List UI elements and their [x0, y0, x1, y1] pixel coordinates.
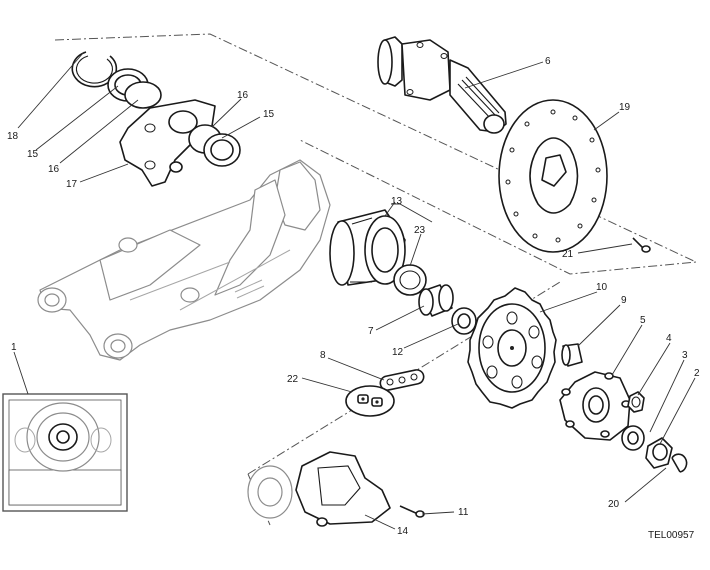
callout-17: 17: [66, 179, 78, 190]
brake-disc-holes: [505, 109, 601, 243]
callout-20: 20: [608, 499, 620, 510]
axle-nut-part-3: [645, 437, 673, 469]
caliper-bracket-part-17: [119, 99, 216, 187]
chain-guard-part-14: [295, 451, 391, 527]
callout-10: 10: [596, 282, 608, 293]
drawing-reference-code: TEL00957: [648, 530, 695, 541]
callout-13: 13: [391, 196, 403, 207]
master-link-part-22: [345, 385, 395, 417]
rear-sprocket-part-10: [467, 287, 557, 409]
nut-part-4: [627, 391, 645, 413]
callout-8: 8: [320, 350, 326, 361]
callout-16-upper: 16: [237, 90, 249, 101]
eccentric-hub-part-13: [329, 209, 406, 286]
callout-23: 23: [414, 225, 426, 236]
callout-15-upper: 15: [263, 109, 275, 120]
callout-1: 1: [11, 342, 17, 353]
bearing-ring-part-15b: [203, 133, 241, 167]
callout-16-lower: 16: [48, 164, 60, 175]
callout-22: 22: [287, 374, 299, 385]
seal-ring-part-16a: [124, 81, 162, 109]
callout-2: 2: [694, 368, 700, 379]
front-sprocket-ghost: [247, 465, 293, 519]
callout-labels: 1 2 3 4 5 6 7 8 9 10 11 12 13 14 15 15 1…: [7, 56, 700, 537]
callout-9: 9: [621, 295, 627, 306]
callout-12: 12: [392, 347, 404, 358]
chain-link-part-8: [379, 369, 425, 391]
bolt-part-11: [399, 505, 425, 518]
inset-view-part-1: [2, 393, 128, 512]
callout-7: 7: [368, 326, 374, 337]
swingarm-ghost: [37, 159, 331, 361]
assembly-outline-top: [54, 33, 698, 275]
leader-lines: [13, 51, 696, 530]
washer-part-12: [451, 307, 477, 335]
brake-disc-part-19: [498, 99, 608, 253]
circlip-part-18: [71, 51, 118, 88]
callout-14: 14: [397, 526, 409, 537]
callout-5: 5: [640, 315, 646, 326]
disc-bolt-part-21: [632, 237, 651, 253]
callout-6: 6: [545, 56, 551, 67]
ring-part-23: [393, 264, 427, 296]
callout-3: 3: [682, 350, 688, 361]
stud-part-9: [561, 343, 583, 367]
callout-18: 18: [7, 131, 19, 142]
callout-19: 19: [619, 102, 631, 113]
callout-15-lower: 15: [27, 149, 39, 160]
washer-part-20: [621, 425, 645, 451]
spacer-part-7: [418, 284, 454, 317]
sprocket-carrier-part-5: [559, 371, 631, 441]
callout-11: 11: [458, 507, 469, 518]
snap-pin-part-2: [671, 453, 688, 473]
rear-axle-part-6: [377, 36, 507, 134]
callout-21: 21: [562, 249, 574, 260]
callout-4: 4: [666, 333, 672, 344]
